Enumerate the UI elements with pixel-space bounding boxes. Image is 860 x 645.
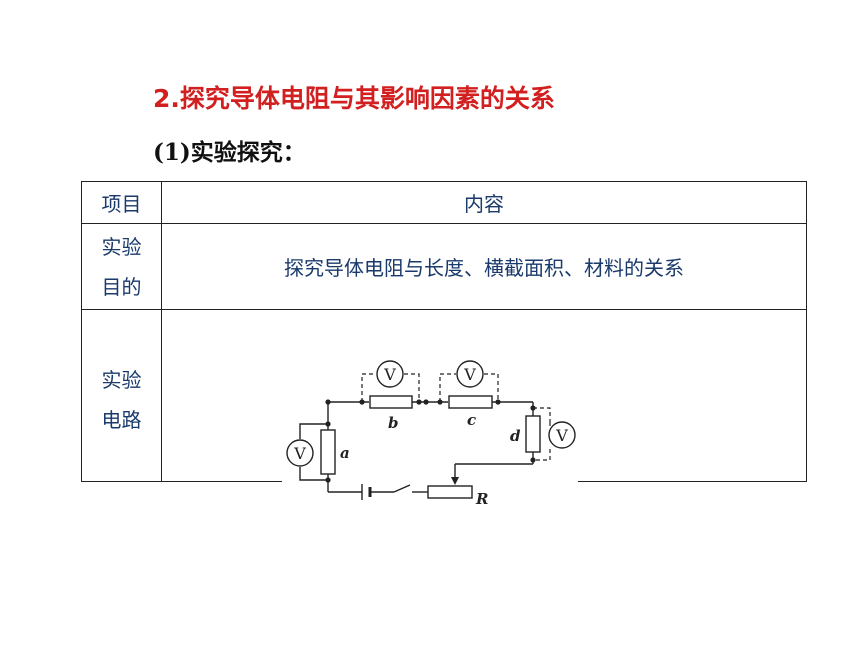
row-label-purpose: 实验 目的: [81, 223, 162, 310]
resistor-a-label: a: [340, 444, 350, 462]
voltmeter-a-icon: [286, 439, 314, 467]
junction-dot: [359, 399, 365, 405]
switch-lever: [393, 484, 411, 493]
resistor-c-label: c: [467, 411, 476, 429]
junction-dot: [416, 399, 422, 405]
row-content-purpose: 探究导体电阻与长度、横截面积、材料的关系: [161, 223, 807, 310]
circuit-diagram: V V V V a b c d R: [282, 346, 578, 516]
circuit-svg: V V V V a b c d R: [286, 360, 576, 508]
row-label-circuit: 实验 电路: [81, 309, 162, 482]
resistor-a: [320, 429, 336, 475]
rheostat-R: [427, 485, 473, 499]
resistor-d: [525, 415, 541, 453]
resistor-b-label: b: [388, 414, 399, 432]
resistor-d-label: d: [510, 427, 521, 445]
junction-dot: [325, 477, 331, 483]
row-label-line2: 电路: [101, 408, 142, 432]
voltmeter-d-icon: [548, 421, 576, 449]
row-label-line1: 实验: [101, 234, 142, 259]
voltmeter-b-symbol: V: [383, 365, 396, 384]
voltmeter-c-lead-right: [484, 373, 499, 402]
junction-dot: [495, 399, 501, 405]
voltmeter-d-lead-top: [533, 407, 551, 421]
rheostat-arrow-icon: [451, 477, 459, 485]
row-label-line2: 目的: [101, 274, 142, 299]
voltmeter-c-symbol: V: [463, 365, 476, 384]
rheostat-label: R: [475, 490, 488, 508]
table-header-row: 项目 内容: [81, 181, 807, 224]
voltmeter-a-lead-bottom: [299, 467, 328, 481]
junction-dot: [325, 399, 331, 405]
resistor-b: [369, 395, 413, 409]
junction-dot: [325, 421, 331, 427]
resistor-c: [448, 395, 493, 409]
voltmeter-b-icon: [376, 360, 404, 388]
voltmeter-d-symbol: V: [555, 426, 568, 445]
table-row-purpose: 实验 目的 探究导体电阻与长度、横截面积、材料的关系: [81, 223, 807, 310]
section-heading: 2.探究导体电阻与其影响因素的关系: [153, 84, 555, 113]
voltmeter-b-lead-left: [361, 373, 376, 402]
voltmeter-c-icon: [456, 360, 484, 388]
subsection-heading: (1)实验探究：: [153, 139, 306, 166]
header-content: 内容: [161, 181, 807, 224]
voltmeter-d-lead-bottom: [533, 449, 551, 461]
junction-dot: [530, 457, 536, 463]
voltmeter-a-symbol: V: [293, 444, 306, 463]
voltmeter-c-lead-left: [439, 373, 456, 402]
voltmeter-a-lead-top: [299, 423, 328, 439]
header-item: 项目: [81, 181, 162, 224]
junction-dot: [530, 405, 536, 411]
row-label-line1: 实验: [101, 368, 142, 392]
junction-dot: [423, 399, 429, 405]
voltmeter-b-lead-right: [404, 373, 420, 402]
junction-dot: [437, 399, 443, 405]
